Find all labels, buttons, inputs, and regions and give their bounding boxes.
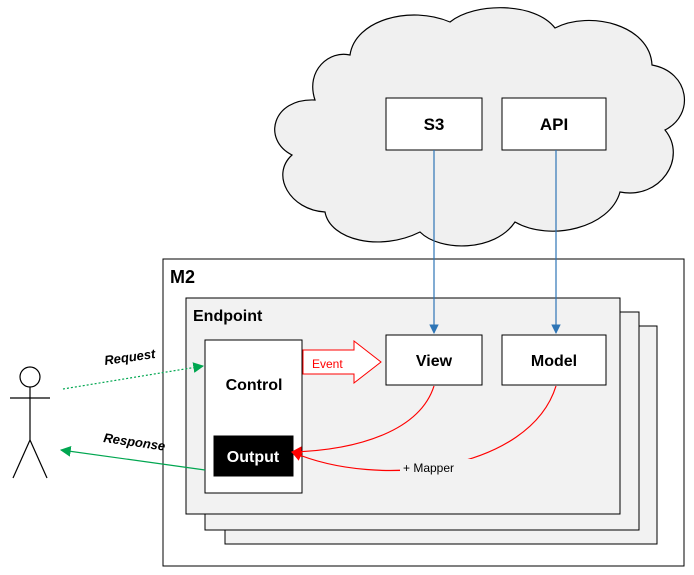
control-label: Control (226, 377, 283, 394)
view-node: View (385, 334, 483, 386)
api-label: API (540, 115, 568, 134)
model-label: Model (531, 353, 577, 370)
api-node: API (501, 97, 607, 151)
response-arrow (59, 445, 206, 471)
response-label: Response (103, 430, 167, 454)
view-label: View (416, 353, 453, 370)
event-arrow (302, 339, 382, 385)
mapper-label-bg (400, 459, 472, 476)
event-label: Event (312, 357, 343, 371)
output-node: Output (213, 435, 294, 477)
s3-label: S3 (424, 115, 445, 134)
model-node: Model (501, 334, 607, 386)
m2-title: M2 (170, 267, 195, 287)
request-label: Request (103, 346, 157, 368)
mapper-label: + Mapper (403, 461, 454, 475)
s3-node: S3 (385, 97, 483, 151)
actor-icon (10, 366, 50, 479)
view-to-output-curve (290, 385, 435, 458)
output-label: Output (227, 449, 280, 466)
endpoint-title: Endpoint (193, 308, 263, 325)
